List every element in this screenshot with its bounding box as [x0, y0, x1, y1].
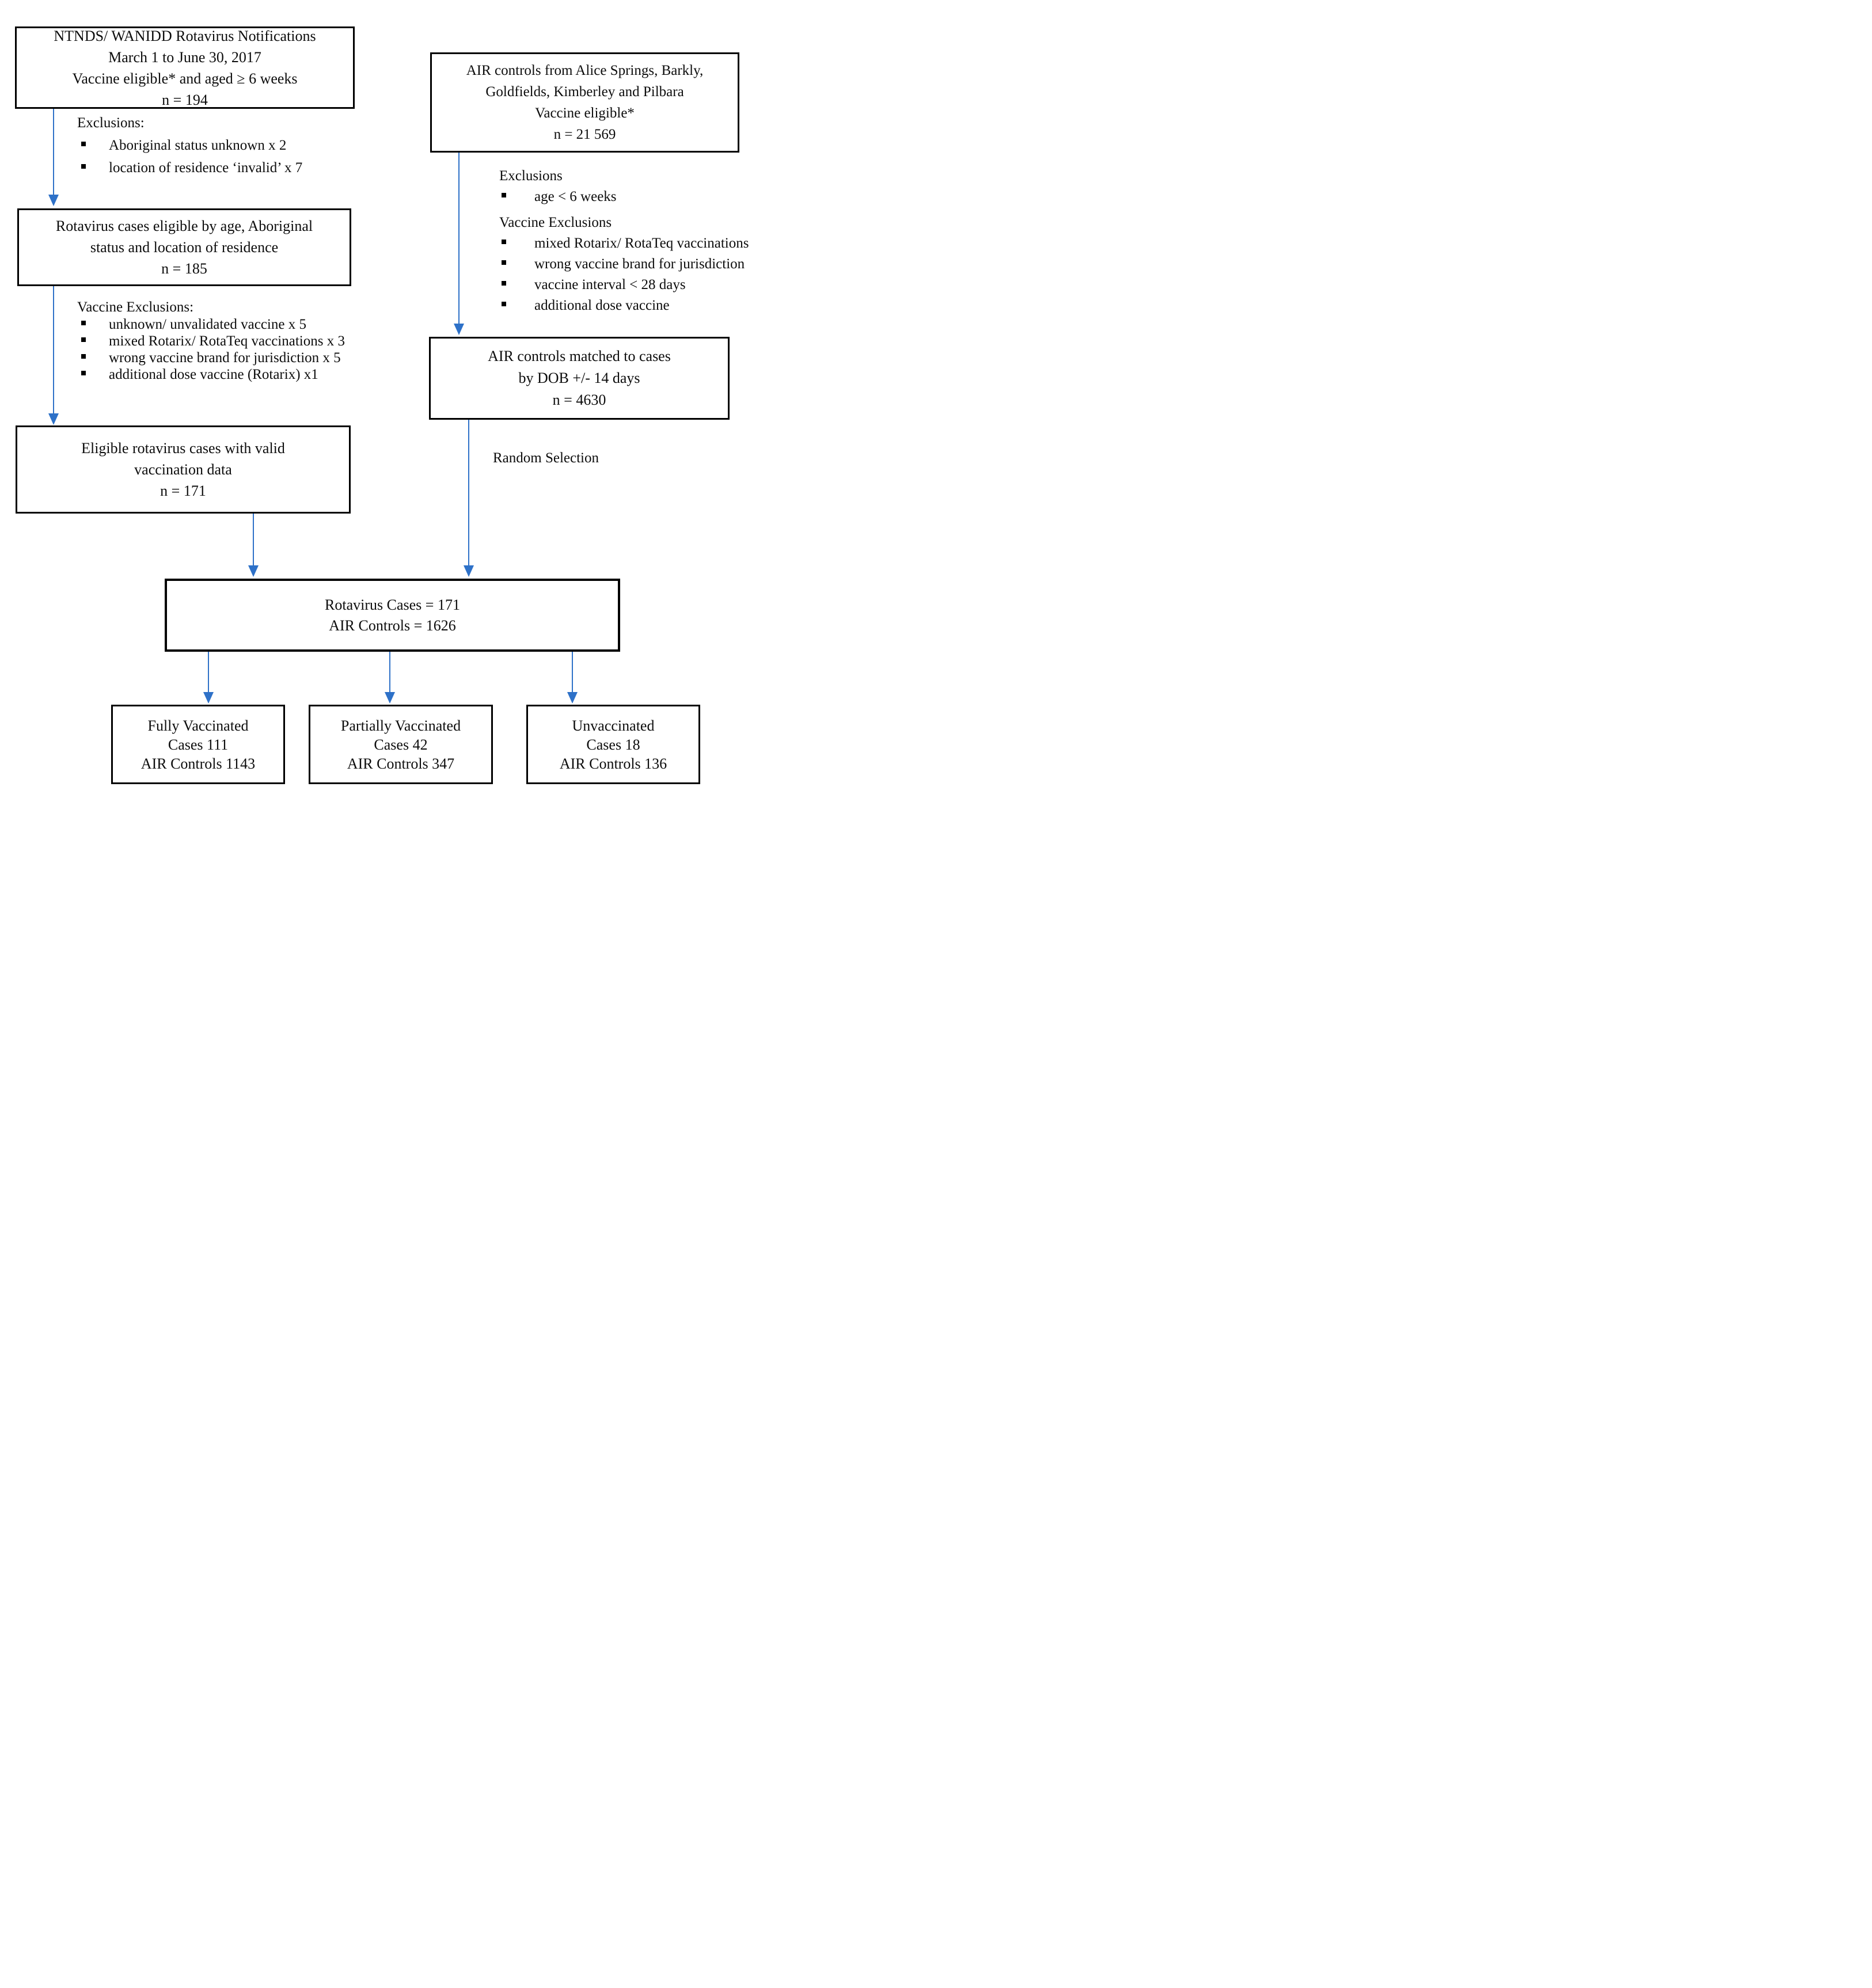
box-text-line: AIR Controls 1143 — [141, 755, 256, 772]
bullet-text: age < 6 weeks — [534, 189, 617, 204]
box-valid-cases: Eligible rotavirus cases with valid vacc… — [16, 425, 351, 514]
box-notifications: NTNDS/ WANIDD Rotavirus Notifications Ma… — [15, 26, 355, 109]
bullet-square-icon — [502, 302, 506, 306]
box-text-line: Rotavirus Cases = 171 — [325, 596, 460, 613]
bullet-text: Aboriginal status unknown x 2 — [109, 138, 287, 153]
box-text-line: vaccination data — [134, 461, 232, 478]
bullet-item: wrong vaccine brand for jurisdiction — [499, 254, 749, 275]
bullet-text: mixed Rotarix/ RotaTeq vaccinations — [534, 235, 749, 251]
right-exclusions-block: Exclusions age < 6 weeks Vaccine Exclusi… — [499, 166, 749, 316]
box-text-line: AIR Controls 136 — [559, 755, 667, 772]
bullet-square-icon — [81, 371, 86, 375]
box-text-line: AIR controls from Alice Springs, Barkly, — [466, 63, 704, 78]
flow-arrow-line — [458, 153, 460, 324]
flow-arrow-line — [389, 652, 390, 692]
box-text-line: n = 21 569 — [553, 127, 616, 142]
bullet-square-icon — [502, 281, 506, 286]
box-text-line: Eligible rotavirus cases with valid — [81, 440, 285, 457]
bullet-square-icon — [81, 354, 86, 359]
flow-arrowhead-icon — [454, 324, 464, 335]
box-text-line: Vaccine eligible* — [535, 105, 635, 121]
box-text-line: March 1 to June 30, 2017 — [108, 48, 261, 66]
box-partially-vaccinated: Partially Vaccinated Cases 42 AIR Contro… — [309, 705, 493, 784]
bullet-item: vaccine interval < 28 days — [499, 275, 749, 295]
bullet-item: Aboriginal status unknown x 2 — [77, 135, 302, 156]
bullet-square-icon — [502, 260, 506, 265]
flow-arrow-line — [572, 652, 573, 692]
box-text-line: Unvaccinated — [572, 717, 655, 734]
box-eligible-cases: Rotavirus cases eligible by age, Aborigi… — [17, 208, 351, 286]
box-text-line: AIR Controls 347 — [347, 755, 455, 772]
bullet-item: additional dose vaccine (Rotarix) x1 — [77, 366, 345, 383]
bullet-square-icon — [81, 142, 86, 146]
box-text-line: n = 4630 — [552, 391, 606, 408]
bullet-square-icon — [81, 337, 86, 342]
box-fully-vaccinated: Fully Vaccinated Cases 111 AIR Controls … — [111, 705, 285, 784]
bullet-text: wrong vaccine brand for jurisdiction x 5 — [109, 350, 341, 366]
box-text-line: by DOB +/- 14 days — [518, 370, 640, 386]
box-unvaccinated: Unvaccinated Cases 18 AIR Controls 136 — [526, 705, 700, 784]
box-text-line: Cases 18 — [586, 736, 640, 753]
flow-diagram: NTNDS/ WANIDD Rotavirus Notifications Ma… — [0, 0, 749, 795]
flow-arrowhead-icon — [464, 565, 474, 577]
flow-arrowhead-icon — [48, 413, 59, 425]
box-text-line: Vaccine eligible* and aged ≥ 6 weeks — [72, 70, 298, 87]
box-air-matched: AIR controls matched to cases by DOB +/-… — [429, 337, 730, 420]
vaccine-exclusions-title: Vaccine Exclusions — [499, 215, 612, 230]
bullet-text: location of residence ‘invalid’ x 7 — [109, 160, 303, 176]
box-text-line: NTNDS/ WANIDD Rotavirus Notifications — [54, 27, 316, 44]
box-text-line: n = 171 — [160, 482, 206, 499]
bullet-text: mixed Rotarix/ RotaTeq vaccinations x 3 — [109, 333, 345, 349]
bullet-item: wrong vaccine brand for jurisdiction x 5 — [77, 349, 345, 366]
bullet-text: unknown/ unvalidated vaccine x 5 — [109, 317, 306, 332]
bullet-item: additional dose vaccine — [499, 295, 749, 316]
box-text-line: Fully Vaccinated — [147, 717, 249, 734]
bullet-text: additional dose vaccine (Rotarix) x1 — [109, 367, 318, 382]
bullet-item: age < 6 weeks — [499, 187, 749, 207]
flow-arrow-line — [53, 109, 54, 195]
box-text-line: Rotavirus cases eligible by age, Aborigi… — [55, 218, 313, 234]
flow-arrow-line — [468, 420, 469, 565]
bullet-text: additional dose vaccine — [534, 298, 670, 313]
bullet-square-icon — [81, 164, 86, 169]
bullet-item: mixed Rotarix/ RotaTeq vaccinations — [499, 233, 749, 254]
box-combined-totals: Rotavirus Cases = 171 AIR Controls = 162… — [165, 579, 620, 652]
bullet-square-icon — [81, 321, 86, 325]
bullet-square-icon — [502, 240, 506, 244]
bullet-text: wrong vaccine brand for jurisdiction — [534, 256, 745, 272]
box-text-line: Cases 42 — [374, 736, 428, 753]
left-vaccine-exclusions-block: Vaccine Exclusions: unknown/ unvalidated… — [77, 299, 345, 383]
box-text-line: AIR controls matched to cases — [488, 348, 671, 364]
box-air-controls: AIR controls from Alice Springs, Barkly,… — [430, 52, 739, 153]
box-text-line: status and location of residence — [90, 239, 279, 256]
flow-arrow-line — [208, 652, 209, 692]
left-exclusions-block: Exclusions: Aboriginal status unknown x … — [77, 113, 302, 178]
box-text-line: Partially Vaccinated — [340, 717, 461, 734]
exclusions-title: Exclusions: — [77, 115, 145, 131]
bullet-item: location of residence ‘invalid’ x 7 — [77, 158, 302, 178]
flow-arrowhead-icon — [567, 692, 578, 704]
flow-arrowhead-icon — [203, 692, 214, 704]
box-text-line: Cases 111 — [168, 736, 229, 753]
bullet-item: unknown/ unvalidated vaccine x 5 — [77, 316, 345, 333]
box-text-line: AIR Controls = 1626 — [329, 617, 456, 634]
flow-arrowhead-icon — [48, 195, 59, 206]
vaccine-exclusions-title: Vaccine Exclusions: — [77, 299, 194, 315]
flow-arrowhead-icon — [385, 692, 395, 704]
flow-arrow-line — [53, 286, 54, 413]
bullet-square-icon — [502, 193, 506, 197]
bullet-item: mixed Rotarix/ RotaTeq vaccinations x 3 — [77, 333, 345, 349]
box-text-line: n = 194 — [162, 91, 208, 108]
random-selection-label: Random Selection — [493, 450, 599, 466]
exclusions-title: Exclusions — [499, 168, 563, 184]
bullet-text: vaccine interval < 28 days — [534, 277, 686, 292]
flow-arrow-line — [253, 514, 254, 565]
box-text-line: Goldfields, Kimberley and Pilbara — [485, 84, 684, 100]
box-text-line: n = 185 — [161, 260, 207, 277]
flow-arrowhead-icon — [248, 565, 259, 577]
